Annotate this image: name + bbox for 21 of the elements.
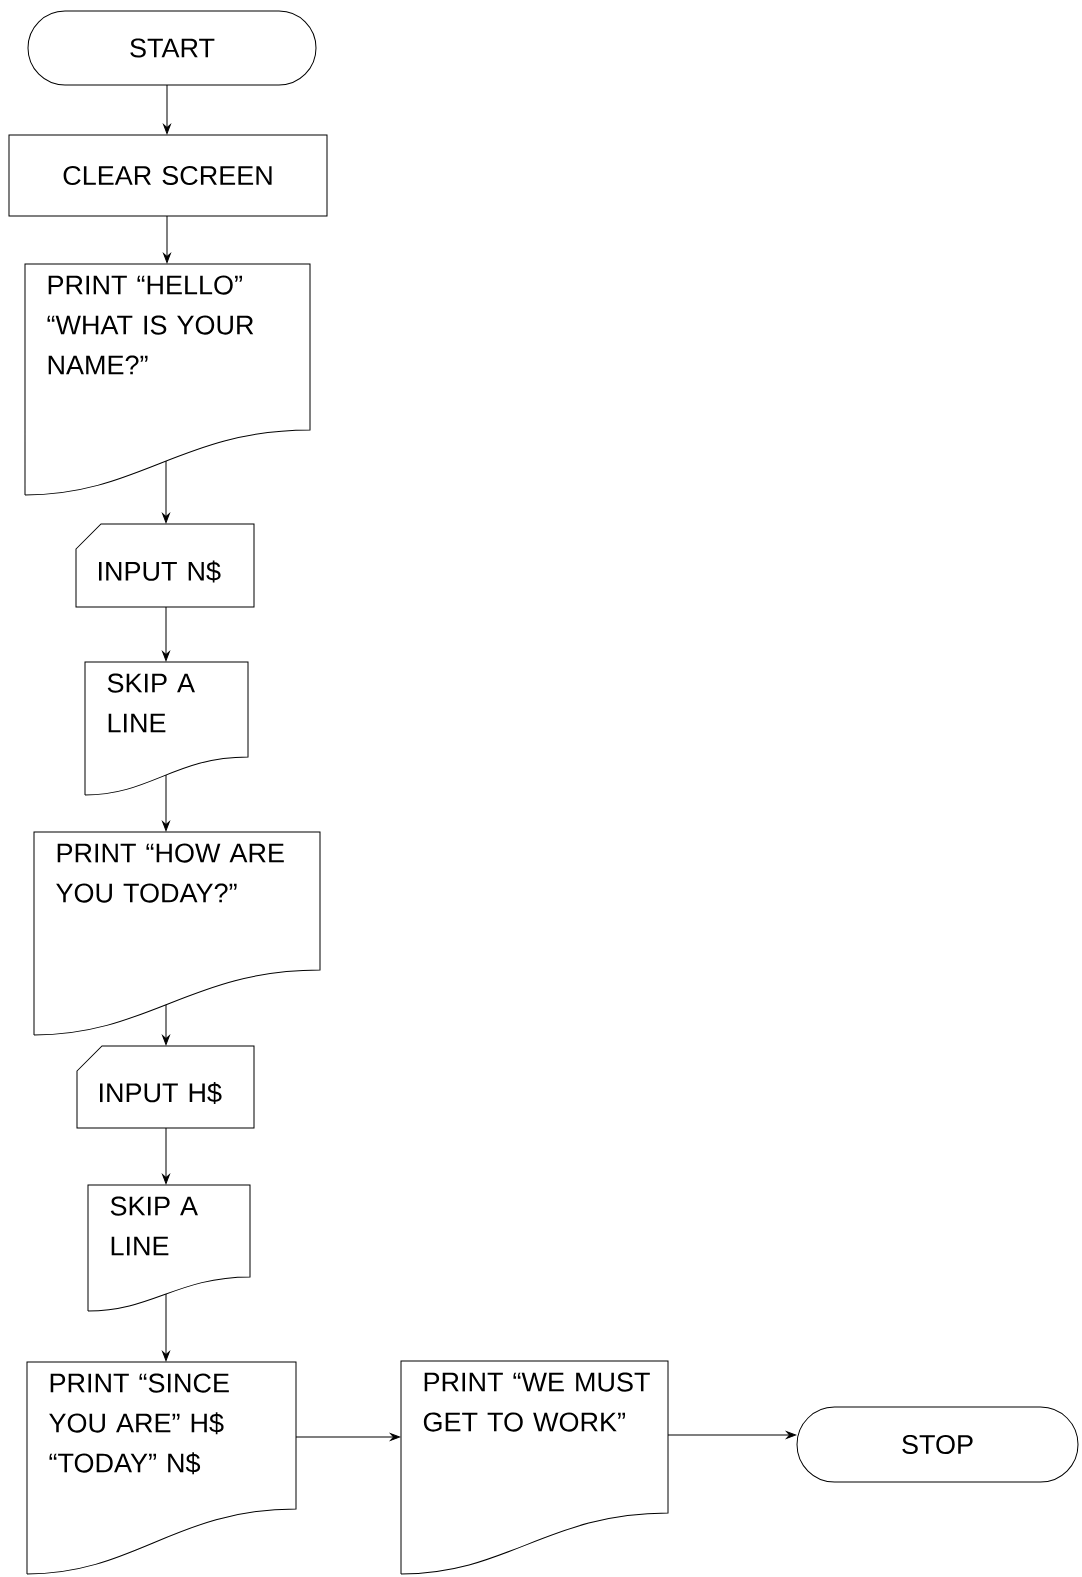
terminal-box: STOP xyxy=(796,1406,1079,1483)
arrow xyxy=(295,1433,401,1441)
arrow xyxy=(163,84,171,135)
arrow xyxy=(162,606,170,662)
input-box: INPUT N$ xyxy=(75,523,255,608)
document-box: PRINT “SINCE YOU ARE” H$ “TODAY” N$ xyxy=(26,1361,297,1575)
document-box: SKIP A LINE xyxy=(84,661,249,796)
arrow xyxy=(163,215,171,264)
input-box: INPUT H$ xyxy=(76,1045,255,1129)
arrow xyxy=(162,1004,170,1046)
document-box: SKIP A LINE xyxy=(87,1184,251,1312)
document-box: PRINT “WE MUST GET TO WORK” xyxy=(400,1360,669,1575)
arrow xyxy=(162,774,170,832)
arrow xyxy=(162,460,170,524)
arrow xyxy=(667,1431,797,1439)
arrow xyxy=(162,1293,170,1362)
arrow xyxy=(162,1127,170,1185)
document-box: PRINT “HOW ARE YOU TODAY?” xyxy=(33,831,321,1036)
process-box: CLEAR SCREEN xyxy=(8,134,328,217)
document-box: PRINT “HELLO” “WHAT IS YOUR NAME?” xyxy=(24,263,311,496)
terminal-box: START xyxy=(27,10,317,86)
